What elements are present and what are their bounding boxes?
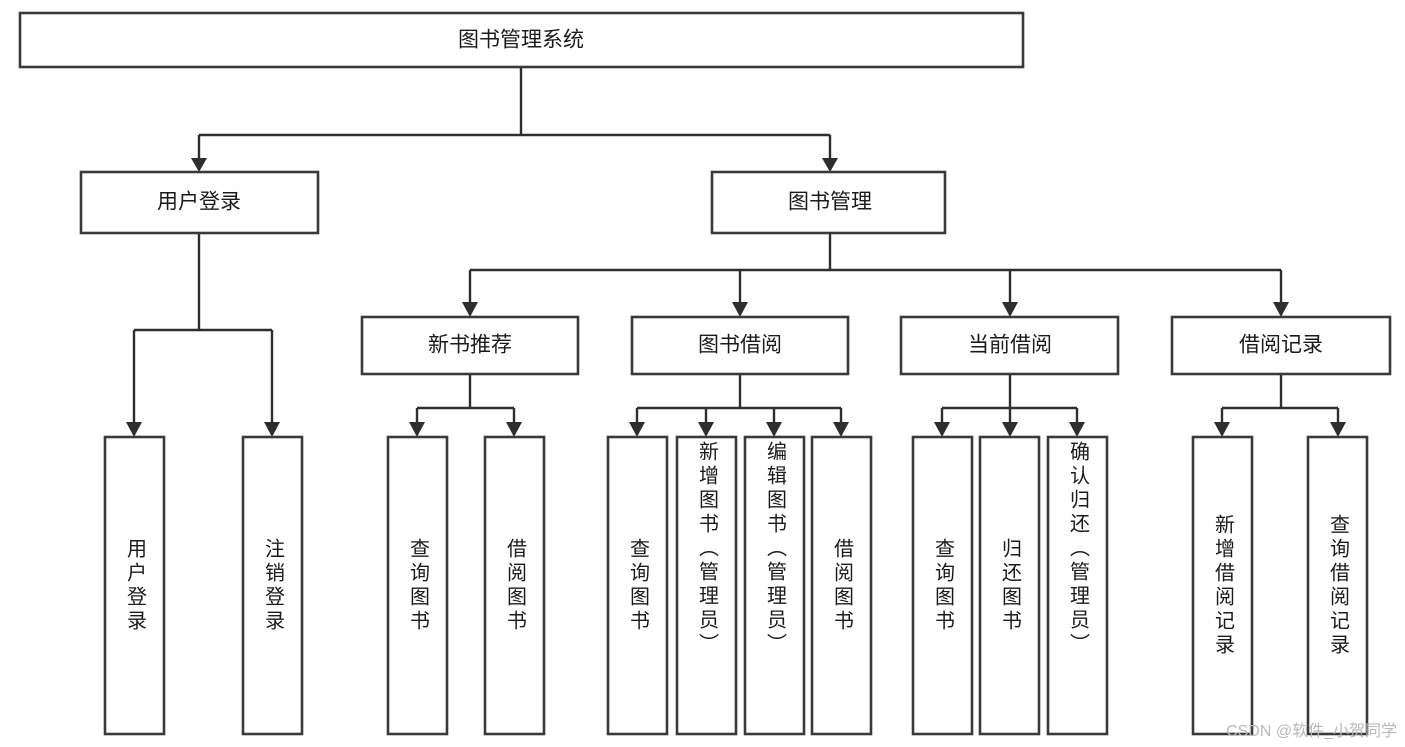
arrow-newbook-leaf-2 [506,422,522,437]
leaf-text-wrap: 查询图书 [626,537,649,634]
node-book-borrow[interactable]: 图书借阅 [630,315,850,376]
new-book-recommend-box[interactable] [360,315,580,376]
new-book-recommend-label: 新书推荐 [428,334,512,357]
leaf-text-wrap: 查询图书 [406,537,429,634]
node-new-book-recommend[interactable]: 新书推荐 [360,315,580,376]
leaf-text-wrap: 借阅图书 [830,537,853,634]
arrow-borrowrecord-leaf-1 [1214,422,1230,437]
arrow-borrowrecord-leaf-2 [1330,422,1346,437]
arrow-to-new-book [462,302,478,317]
arrow-currentborrow-leaf-1 [934,422,950,437]
user-login-box[interactable] [79,170,320,235]
leaf-text-wrap: 借阅图书 [503,537,526,634]
leaf-label: 新增借阅记录 [1211,513,1234,658]
leaf-current-borrow-2[interactable]: 归还图书 [978,435,1041,736]
leaf-box[interactable] [103,435,166,736]
leaf-label: 借阅图书 [503,537,526,634]
leaf-label: 注销登录 [261,537,284,634]
leaf-box[interactable] [675,435,738,736]
leaf-label: 查询图书 [626,537,649,634]
leaf-text-wrap: 新增图书（管理员） [695,441,718,657]
leaf-book-borrow-3[interactable]: 编辑图书（管理员） [743,435,806,736]
leaf-box[interactable] [978,435,1041,736]
user-login-label: 用户登录 [157,191,241,214]
leaf-box[interactable] [810,435,873,736]
leaf-box[interactable] [606,435,669,736]
book-borrow-box[interactable] [630,315,850,376]
book-management-box[interactable] [710,170,947,235]
leaf-text-wrap: 归还图书 [998,537,1021,634]
leaf-current-borrow-3[interactable]: 确认归还（管理员） [1046,435,1109,736]
leaf-label: 归还图书 [998,537,1021,634]
borrow-record-label: 借阅记录 [1239,334,1323,357]
leaf-book-borrow-1[interactable]: 查询图书 [606,435,669,736]
leaf-text-wrap: 查询图书 [931,537,954,634]
leaf-text-wrap: 用户登录 [123,537,146,634]
leaf-box[interactable] [241,435,304,736]
leaf-text-wrap: 新增借阅记录 [1211,513,1234,658]
current-borrow-label: 当前借阅 [968,334,1052,357]
leaf-label: 确认归还（管理员） [1066,441,1089,657]
arrow-bookborrow-leaf-3 [766,422,782,437]
current-borrow-box[interactable] [899,315,1120,376]
arrow-userlogin-leaf-1 [126,422,142,437]
leaf-label: 新增图书（管理员） [695,441,718,657]
leaf-label: 查询借阅记录 [1326,513,1349,658]
arrow-to-book-mgmt [822,158,838,172]
arrow-bookborrow-leaf-1 [629,422,645,437]
node-current-borrow[interactable]: 当前借阅 [899,315,1120,376]
connector-layer [126,68,1346,437]
node-root-system[interactable]: 图书管理系统 [18,11,1025,69]
leaf-label: 借阅图书 [830,537,853,634]
leaf-box[interactable] [911,435,974,736]
leaf-book-borrow-4[interactable]: 借阅图书 [810,435,873,736]
book-borrow-label: 图书借阅 [698,334,782,357]
node-borrow-record[interactable]: 借阅记录 [1170,315,1392,376]
book-management-label: 图书管理 [788,191,872,214]
leaf-label: 查询图书 [931,537,954,634]
leaf-box[interactable] [1191,435,1254,736]
leaf-label: 查询图书 [406,537,429,634]
leaf-box[interactable] [1046,435,1109,736]
leaf-book-borrow-2[interactable]: 新增图书（管理员） [675,435,738,736]
arrow-userlogin-leaf-2 [264,422,280,437]
leaf-borrow-record-2[interactable]: 查询借阅记录 [1306,435,1369,736]
leaf-new-book-2[interactable]: 借阅图书 [483,435,546,736]
arrow-newbook-leaf-1 [409,422,425,437]
node-book-management[interactable]: 图书管理 [710,170,947,235]
leaf-text-wrap: 确认归还（管理员） [1066,441,1089,657]
arrow-bookborrow-leaf-4 [833,422,849,437]
arrow-bookborrow-leaf-2 [698,422,714,437]
arrow-to-borrow-record [1273,302,1289,317]
arrow-to-current-borrow [1002,302,1018,317]
leaf-text-wrap: 编辑图书（管理员） [763,441,786,657]
root-box[interactable] [18,11,1025,69]
leaf-label: 编辑图书（管理员） [763,441,786,657]
leaf-new-book-1[interactable]: 查询图书 [386,435,449,736]
leaf-label: 用户登录 [123,537,146,634]
arrow-to-user-login [191,158,207,172]
node-user-login[interactable]: 用户登录 [79,170,320,235]
leaf-user-login-1[interactable]: 用户登录 [103,435,166,736]
leaf-borrow-record-1[interactable]: 新增借阅记录 [1191,435,1254,736]
leaf-text-wrap: 注销登录 [261,537,284,634]
arrow-currentborrow-leaf-3 [1069,422,1085,437]
leaf-box[interactable] [483,435,546,736]
leaf-current-borrow-1[interactable]: 查询图书 [911,435,974,736]
leaf-box[interactable] [1306,435,1369,736]
leaf-box[interactable] [386,435,449,736]
arrow-to-book-borrow [732,302,748,317]
borrow-record-box[interactable] [1170,315,1392,376]
arrow-currentborrow-leaf-2 [1002,422,1018,437]
root-label: 图书管理系统 [458,29,584,52]
leaf-user-login-2[interactable]: 注销登录 [241,435,304,736]
leaf-box[interactable] [743,435,806,736]
leaf-text-wrap: 查询借阅记录 [1326,513,1349,658]
